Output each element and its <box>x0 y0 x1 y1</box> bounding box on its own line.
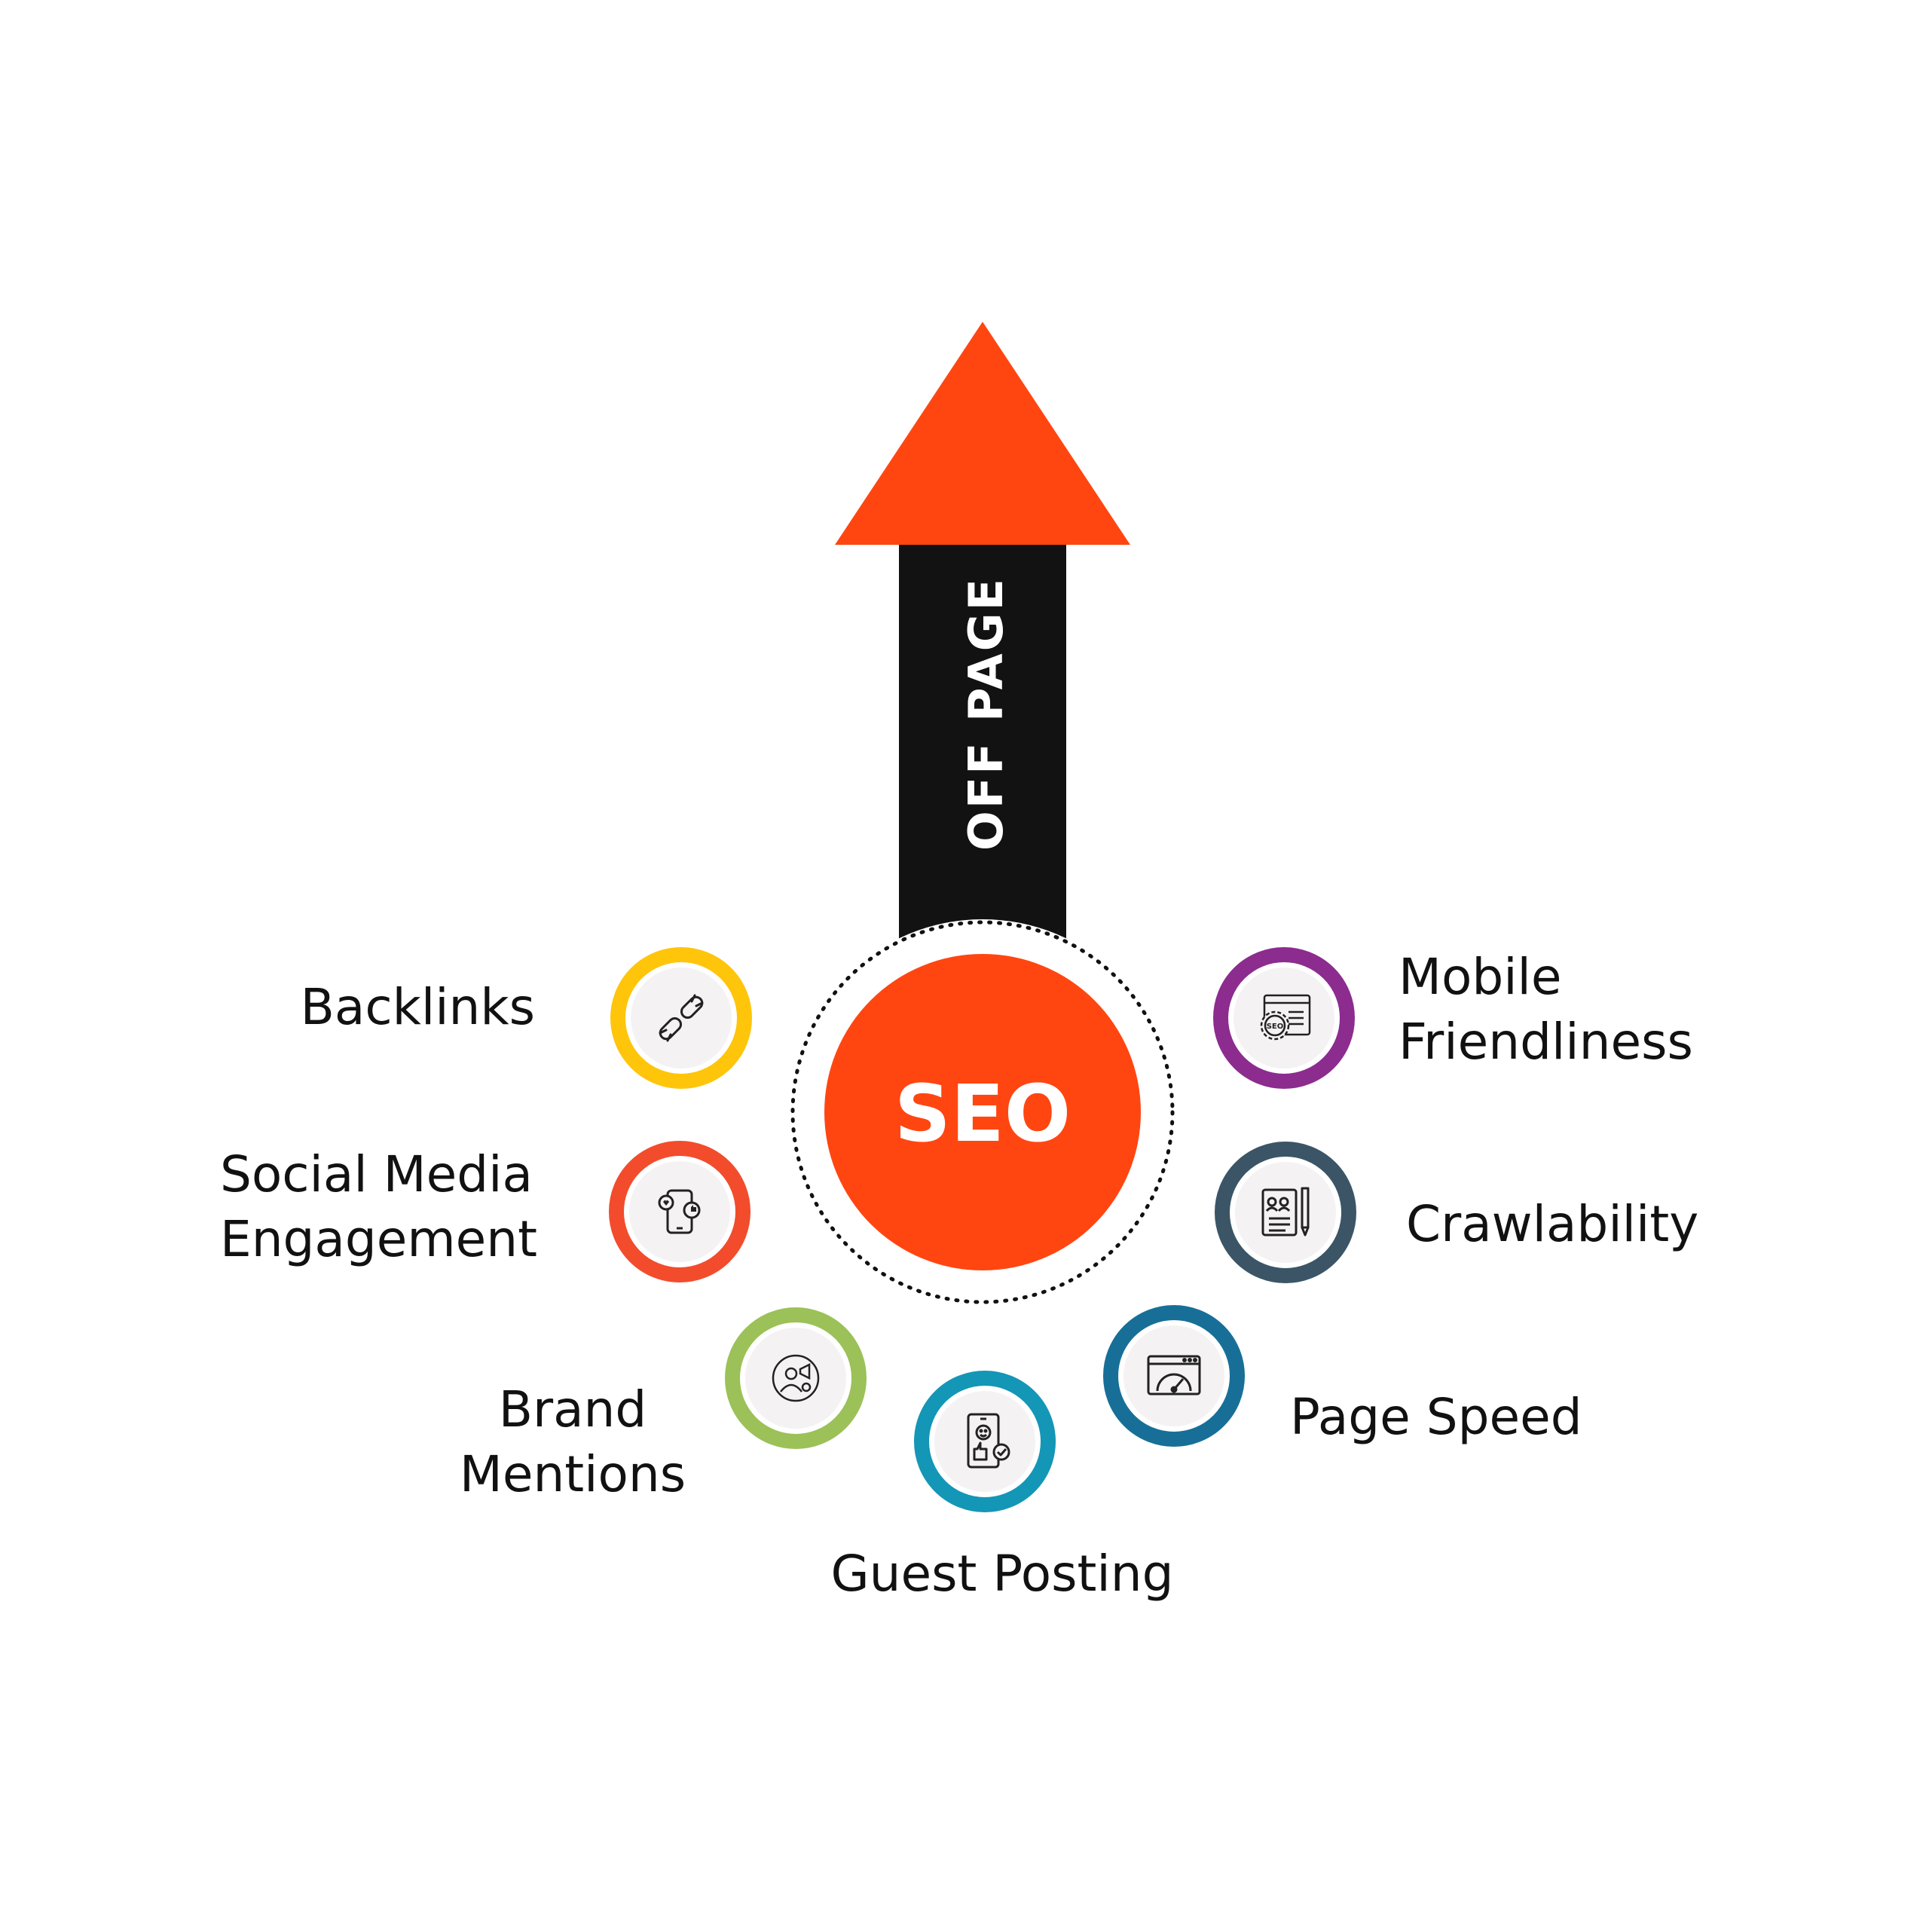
center-circle <box>824 954 1141 1270</box>
node-brand-mentions <box>725 1307 867 1449</box>
icon-backdrop <box>1235 1162 1336 1263</box>
document-pencil-icon <box>1261 1187 1310 1237</box>
center-label: SEO <box>894 1068 1071 1160</box>
arrow-shaft <box>899 543 1066 964</box>
icon-backdrop <box>745 1328 846 1429</box>
node-social-media-engagement <box>609 1141 751 1282</box>
label-page-speed: Page Speed <box>1290 1388 1582 1446</box>
icon-backdrop <box>934 1391 1035 1492</box>
label-mobile-friendliness: Mobile Friendliness <box>1399 948 1693 1071</box>
arrow-head <box>835 322 1130 545</box>
node-crawlability <box>1215 1142 1356 1283</box>
svg-text:SEO: SEO <box>1267 1023 1284 1031</box>
label-social-media-engagement: Social Media Engagement <box>220 1145 537 1268</box>
chain-link-icon <box>659 994 704 1042</box>
thumbs-up-phone-icon <box>967 1413 1010 1469</box>
seo-gear-browser-icon: SEO <box>1260 994 1311 1041</box>
label-guest-posting: Guest Posting <box>830 1545 1174 1603</box>
node-backlinks <box>610 947 752 1089</box>
label-brand-mentions: Brand Mentions <box>459 1380 686 1503</box>
center-dotted-ring <box>790 920 1175 1304</box>
node-page-speed <box>1103 1305 1245 1447</box>
label-crawlability: Crawlability <box>1406 1195 1699 1253</box>
social-phone-icon <box>658 1189 701 1234</box>
icon-backdrop <box>629 1161 730 1262</box>
node-mobile-friendliness: SEO <box>1213 947 1355 1089</box>
icon-backdrop <box>631 968 732 1068</box>
icon-backdrop <box>1123 1325 1224 1426</box>
megaphone-person-icon <box>772 1354 820 1402</box>
label-backlinks: Backlinks <box>300 978 535 1036</box>
speedometer-browser-icon <box>1147 1355 1201 1396</box>
arrow-label: OFF PAGE <box>958 576 1013 851</box>
node-guest-posting <box>914 1371 1056 1512</box>
